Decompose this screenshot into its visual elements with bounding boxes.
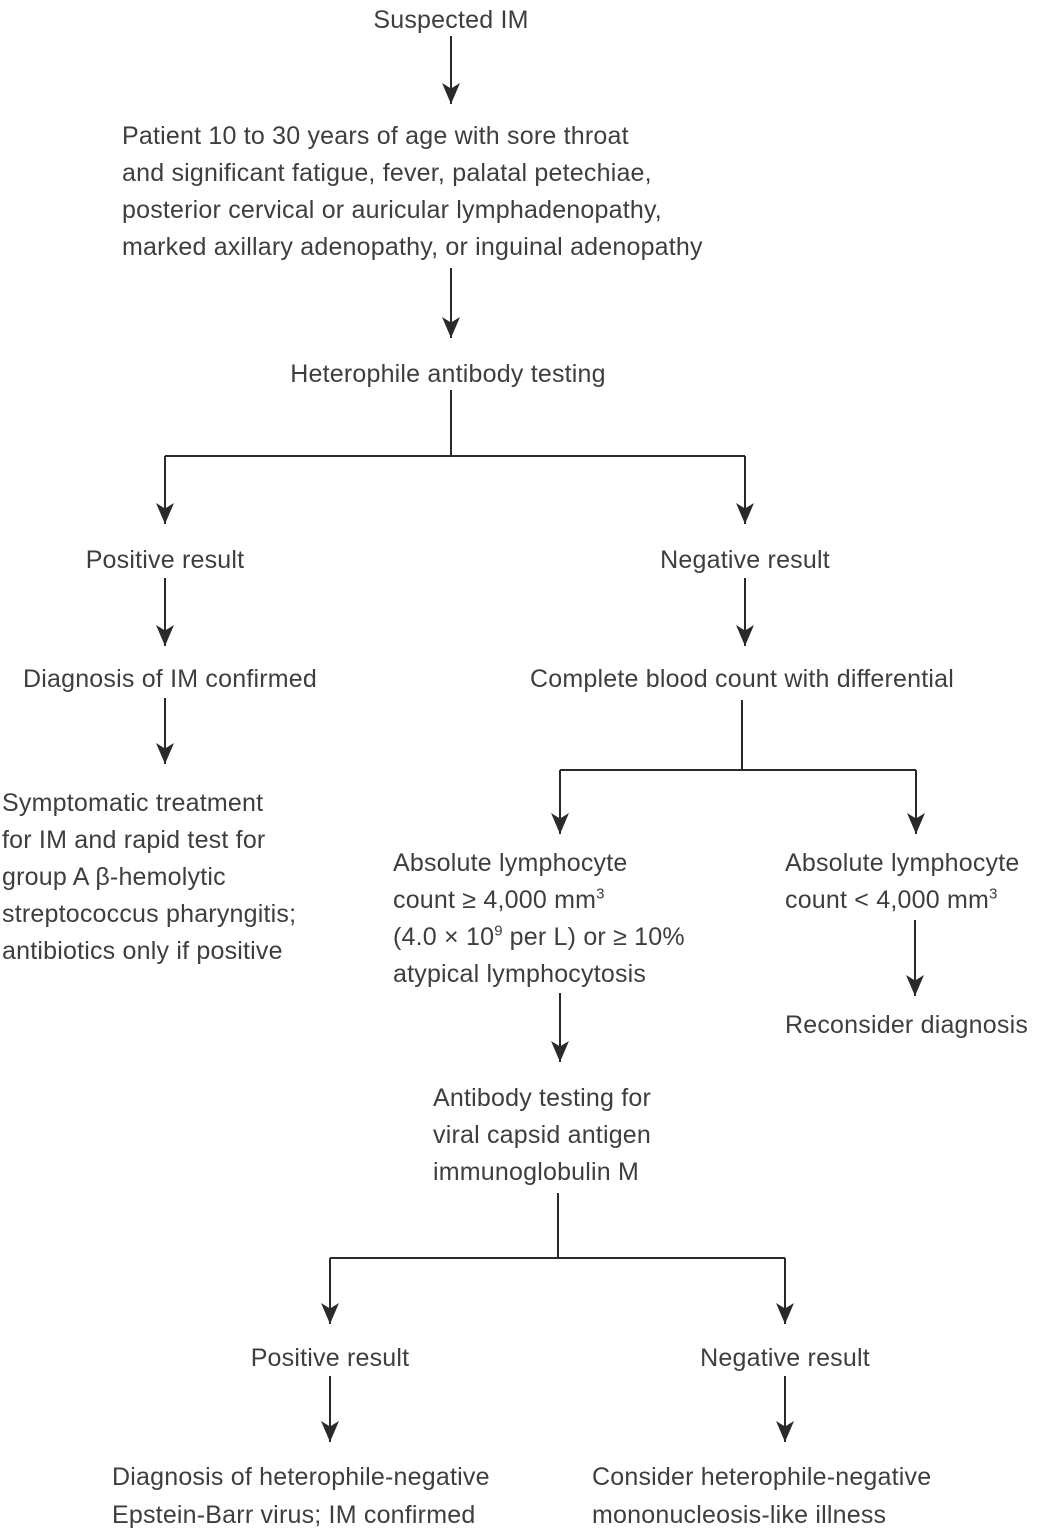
lymphocyte-high-line: Absolute lymphocyte — [393, 849, 628, 877]
superscript: 9 — [494, 922, 503, 940]
node-diagnosis-im-confirmed: Diagnosis of IM confirmed — [22, 665, 317, 693]
lymphocyte-low-line: count < 4,000 mm3 — [785, 885, 998, 914]
lymphocyte-low-line: Absolute lymphocyte — [785, 849, 1020, 877]
symptomatic-line: group A β-hemolytic — [2, 863, 226, 891]
antibody-line: immunoglobulin M — [433, 1158, 640, 1186]
node-cbc-differential: Complete blood count with differential — [529, 665, 955, 693]
node-heterophile-testing: Heterophile antibody testing — [290, 360, 606, 388]
lymphocyte-high-line: count ≥ 4,000 mm3 — [393, 885, 605, 914]
antibody-line: viral capsid antigen — [433, 1121, 652, 1149]
superscript: 3 — [989, 885, 998, 903]
diagnosis-heterophile-negative-line: Diagnosis of heterophile-negative — [112, 1463, 490, 1491]
node-lymphocyte-low: Absolute lymphocyte count < 4,000 mm3 — [785, 845, 1048, 919]
consider-heterophile-negative-line: mononucleosis-like illness — [592, 1501, 887, 1529]
antibody-line: Antibody testing for — [433, 1084, 652, 1112]
node-consider-heterophile-negative: Consider heterophile-negative mononucleo… — [592, 1458, 1002, 1529]
symptomatic-line: Symptomatic treatment — [2, 789, 264, 817]
symptomatic-line: streptococcus pharyngitis; — [2, 900, 297, 928]
symptomatic-line: antibiotics only if positive — [2, 937, 283, 965]
node-symptomatic-treatment: Symptomatic treatment for IM and rapid t… — [2, 785, 342, 970]
node-reconsider-diagnosis: Reconsider diagnosis — [785, 1011, 1029, 1039]
diagnosis-heterophile-negative-line: Epstein-Barr virus; IM confirmed — [112, 1501, 476, 1529]
patient-criteria-line: posterior cervical or auricular lymphade… — [122, 196, 662, 224]
node-negative-result-1: Negative result — [660, 546, 830, 574]
consider-heterophile-negative-line: Consider heterophile-negative — [592, 1463, 932, 1491]
patient-criteria-line: Patient 10 to 30 years of age with sore … — [122, 122, 629, 150]
superscript: 3 — [596, 885, 605, 903]
node-positive-result-2: Positive result — [250, 1344, 410, 1372]
patient-criteria-line: marked axillary adenopathy, or inguinal … — [122, 233, 703, 261]
node-negative-result-2: Negative result — [700, 1344, 870, 1372]
node-antibody-vca-igm: Antibody testing for viral capsid antige… — [433, 1080, 713, 1191]
symptomatic-line: for IM and rapid test for — [2, 826, 266, 854]
node-lymphocyte-high: Absolute lymphocyte count ≥ 4,000 mm3 (4… — [393, 845, 743, 993]
node-suspected-im: Suspected IM — [373, 6, 529, 34]
patient-criteria-line: and significant fatigue, fever, palatal … — [122, 159, 652, 187]
node-positive-result-1: Positive result — [85, 546, 245, 574]
node-patient-criteria: Patient 10 to 30 years of age with sore … — [122, 118, 802, 266]
node-diagnosis-heterophile-negative: Diagnosis of heterophile-negative Epstei… — [112, 1458, 582, 1529]
lymphocyte-high-line: atypical lymphocytosis — [393, 960, 647, 988]
lymphocyte-high-line: (4.0 × 109 per L) or ≥ 10% — [393, 922, 685, 951]
